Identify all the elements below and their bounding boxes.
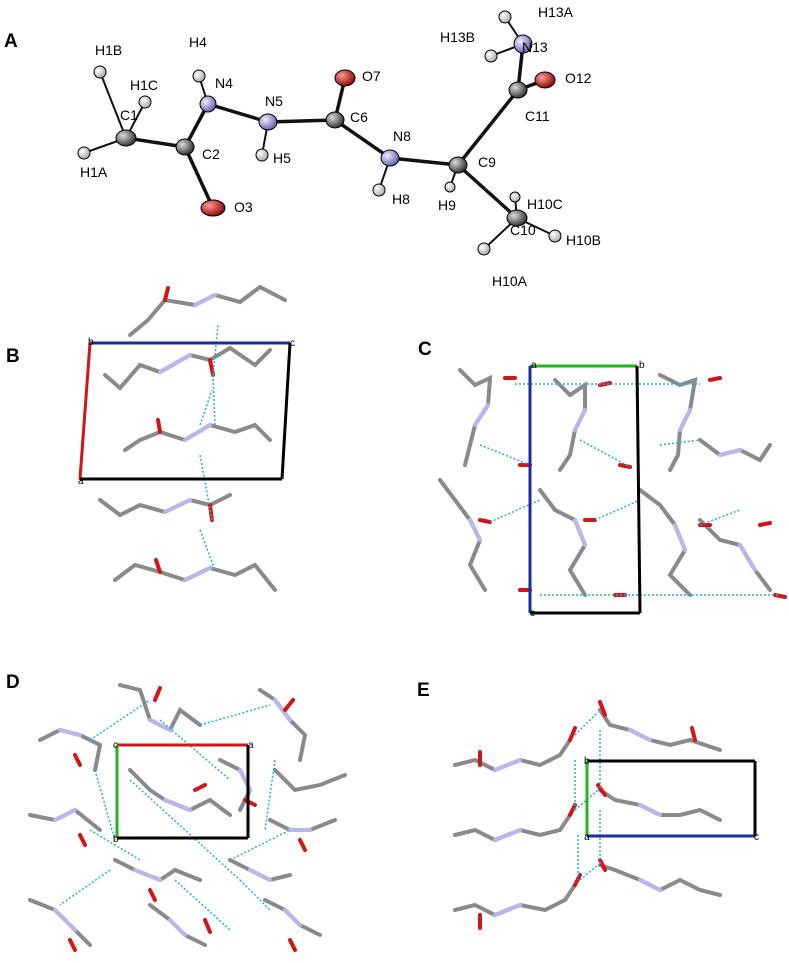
atom-h1b — [93, 65, 107, 79]
atom-n5 — [258, 113, 278, 131]
atom-c2 — [175, 138, 195, 156]
unit-cell-e — [585, 759, 757, 838]
atom-c1 — [115, 129, 137, 147]
axis-label-b-2: c — [290, 338, 295, 349]
panel-letter-c: C — [418, 339, 432, 360]
atom-c6 — [325, 111, 345, 129]
panel-b: B — [6, 284, 295, 592]
axis-label-c-2: c — [530, 608, 535, 619]
atom-o7 — [334, 69, 356, 87]
axis-label-b-1: b — [88, 337, 94, 348]
label-h1b: H1B — [95, 42, 122, 58]
label-n8: N8 — [393, 128, 411, 144]
atom-h5 — [255, 148, 269, 162]
label-o3: O3 — [234, 199, 253, 215]
atom-labels: H1B H4 H1C N4 N5 C1 C2 H1A H5 O3 O7 C6 N… — [80, 4, 601, 289]
atom-o3 — [200, 199, 226, 217]
label-c11: C11 — [525, 108, 550, 124]
label-c1: C1 — [120, 107, 138, 123]
label-h10c: H10C — [527, 196, 563, 212]
atom-h8 — [372, 183, 386, 197]
axis-label-b-origin: a — [78, 476, 84, 487]
panel-letter-b: B — [6, 346, 20, 367]
atom-h13a — [498, 10, 512, 24]
panel-letter-d: D — [6, 672, 20, 693]
hbonds-d — [59, 699, 291, 931]
panel-e: E — [417, 680, 759, 930]
axis-label-e-2: c — [754, 832, 759, 843]
panel-a: A — [4, 4, 601, 289]
axis-label-e-origin: a — [584, 832, 590, 843]
atom-h10a — [477, 242, 491, 256]
label-h10a: H10A — [492, 273, 528, 289]
label-h13a: H13A — [538, 4, 574, 20]
label-h5: H5 — [273, 150, 291, 166]
panel-c: C — [418, 339, 787, 619]
atom-h9 — [444, 181, 456, 193]
packing-molecules-b — [98, 284, 287, 592]
label-h4: H4 — [189, 34, 207, 50]
label-c10: C10 — [510, 222, 536, 238]
atom-o12 — [534, 71, 556, 89]
label-h1a: H1A — [80, 164, 108, 180]
atom-h10c — [509, 191, 521, 203]
axis-label-d-origin: c — [113, 740, 118, 751]
atom-n13 — [513, 34, 533, 54]
label-h10b: H10B — [566, 232, 601, 248]
label-n13: N13 — [522, 39, 548, 55]
axis-label-d-2: b — [113, 834, 119, 845]
label-c2: C2 — [202, 146, 220, 162]
panel-letter-a: A — [4, 31, 18, 52]
panel-d: D — [6, 672, 347, 952]
bonds — [124, 42, 547, 220]
unit-cell-d — [115, 743, 250, 840]
packing-molecules-d — [28, 683, 347, 952]
label-o12: O12 — [565, 70, 592, 86]
axis-label-c-origin: a — [531, 360, 537, 371]
label-c9: C9 — [478, 154, 496, 170]
panel-letter-e: E — [417, 680, 430, 701]
atom-h4 — [192, 69, 206, 83]
label-h8: H8 — [392, 191, 410, 207]
axis-label-d-1: a — [248, 740, 254, 751]
packing-molecules-e — [453, 700, 722, 930]
axis-label-e-1: b — [584, 756, 590, 767]
hbonds-b — [199, 324, 219, 571]
label-n5: N5 — [265, 93, 283, 109]
label-h9: H9 — [438, 197, 456, 213]
atom-h10b — [548, 229, 562, 243]
packing-molecules-c — [438, 368, 787, 599]
unit-cell-c — [528, 364, 642, 615]
atom-n8 — [380, 149, 400, 167]
atom-h13b — [484, 49, 498, 63]
atom-n4 — [199, 95, 217, 113]
unit-cell-b — [78, 341, 292, 481]
atoms — [77, 10, 562, 256]
atom-h1c — [138, 95, 152, 109]
label-n4: N4 — [215, 75, 233, 91]
hbonds-c — [479, 383, 780, 596]
atom-c11 — [508, 81, 528, 99]
label-c6: C6 — [350, 109, 368, 125]
label-h13b: H13B — [440, 29, 475, 45]
axis-label-c-1: b — [639, 360, 645, 371]
atom-c9 — [448, 156, 468, 174]
atom-c10 — [506, 209, 528, 227]
label-h1c: H1C — [130, 77, 158, 93]
label-o7: O7 — [362, 68, 381, 84]
atom-h1a — [77, 146, 91, 160]
